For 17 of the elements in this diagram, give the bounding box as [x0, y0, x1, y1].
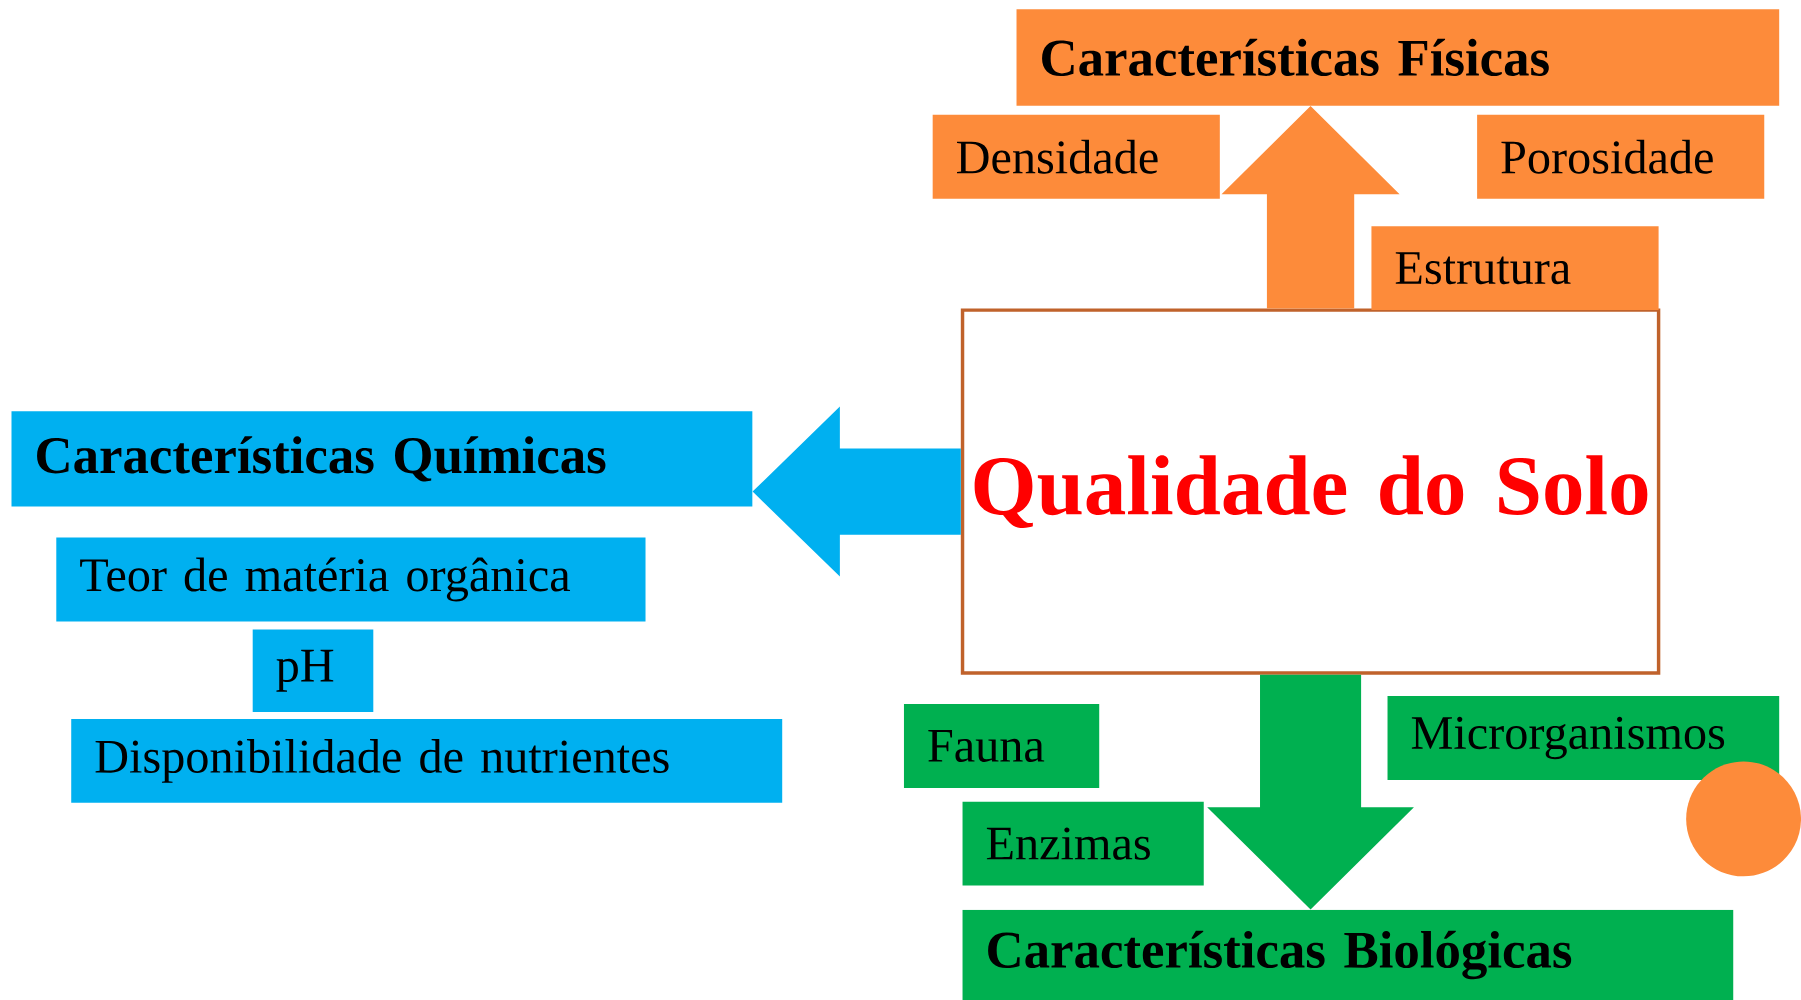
property-box: Estrutura	[1371, 226, 1659, 310]
block-arrow	[1221, 105, 1400, 309]
property-box: Densidade	[932, 114, 1220, 199]
category-box: Características Biológicas	[962, 909, 1734, 1000]
property-box: Enzimas	[962, 801, 1204, 886]
property-box: Microrganismos	[1387, 695, 1780, 780]
block-arrow	[752, 406, 961, 577]
category-box: Características Físicas	[1016, 9, 1780, 106]
property-box: pH	[252, 629, 374, 712]
property-box: Teor de matéria orgânica	[56, 537, 646, 622]
category-box: Características Químicas	[11, 411, 753, 507]
circle-shape	[1686, 761, 1801, 877]
title-box: Qualidade do Solo	[960, 308, 1661, 675]
property-box: Fauna	[903, 703, 1100, 788]
block-arrow	[1207, 674, 1414, 910]
property-box: Porosidade	[1477, 114, 1765, 199]
property-box: Disponibilidade de nutrientes	[71, 718, 783, 803]
